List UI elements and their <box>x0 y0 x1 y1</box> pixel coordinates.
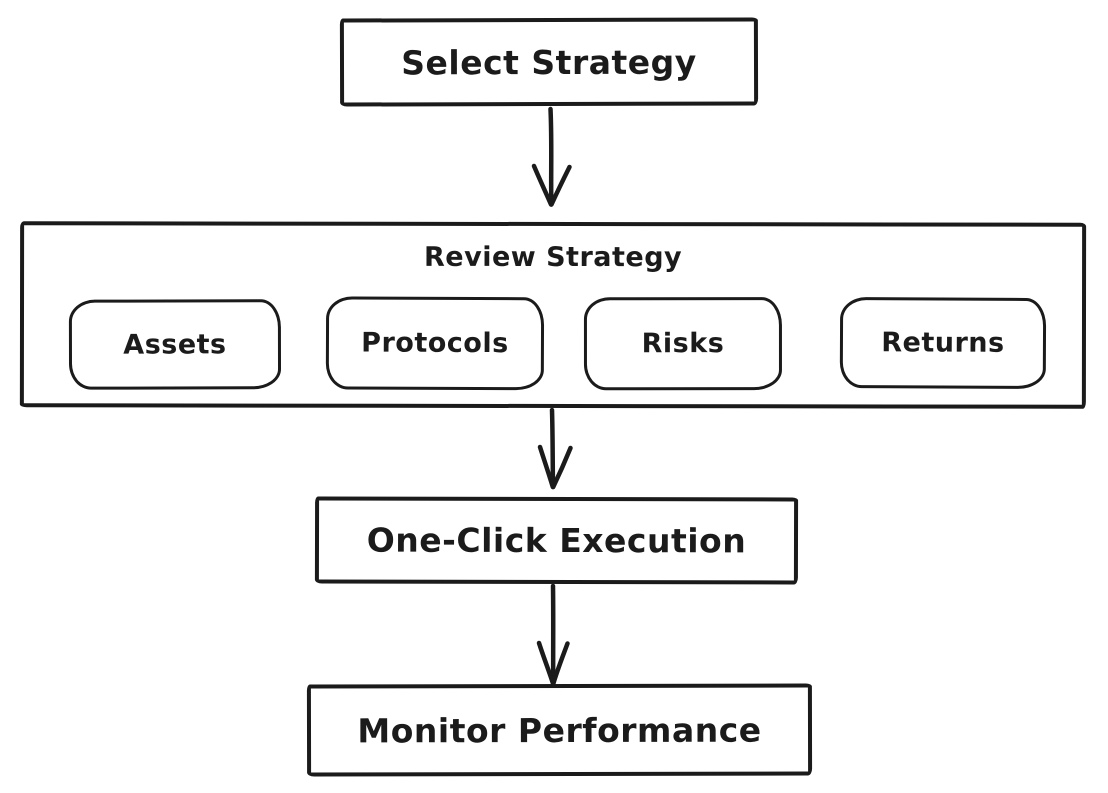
node-monitor-performance-label: Monitor Performance <box>357 710 762 750</box>
node-returns-label: Returns <box>881 327 1005 359</box>
node-assets[interactable]: Assets <box>68 299 282 390</box>
node-select-strategy-label: Select Strategy <box>401 42 697 82</box>
node-review-strategy[interactable]: Review Strategy Assets Protocols Risks R… <box>19 221 1087 409</box>
arrow-execution-to-monitor <box>536 583 570 686</box>
node-returns[interactable]: Returns <box>839 297 1047 390</box>
node-protocols[interactable]: Protocols <box>325 296 545 391</box>
arrow-review-to-execution <box>537 407 573 490</box>
arrow-select-to-review <box>531 106 572 207</box>
node-one-click-execution[interactable]: One-Click Execution <box>314 496 799 585</box>
node-risks-label: Risks <box>641 328 725 360</box>
node-risks[interactable]: Risks <box>583 297 782 391</box>
node-protocols-label: Protocols <box>361 327 509 360</box>
node-assets-label: Assets <box>123 328 227 361</box>
node-monitor-performance[interactable]: Monitor Performance <box>306 683 813 777</box>
node-select-strategy[interactable]: Select Strategy <box>339 17 759 107</box>
node-review-strategy-label: Review Strategy <box>423 241 683 274</box>
node-one-click-execution-label: One-Click Execution <box>366 520 747 561</box>
